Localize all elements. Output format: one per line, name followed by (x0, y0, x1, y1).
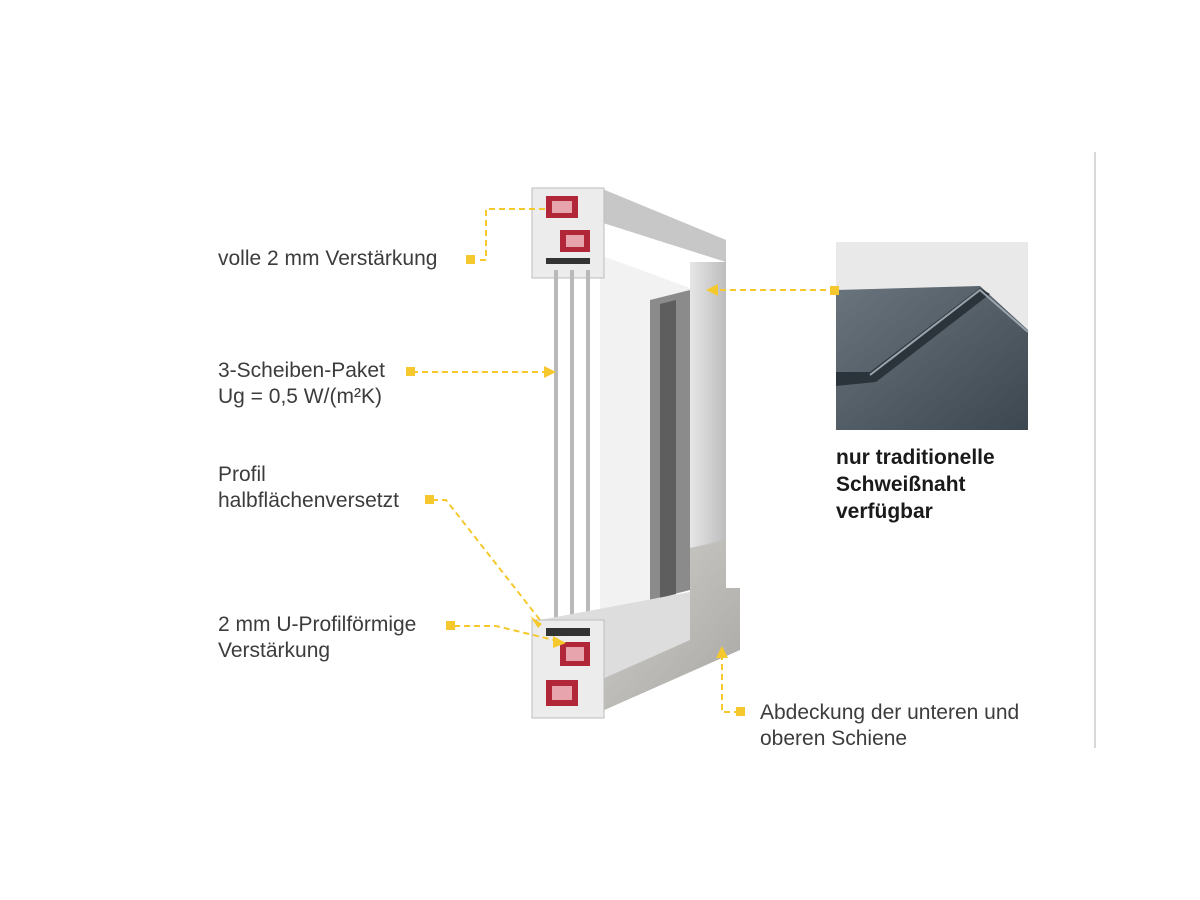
marker-square (406, 367, 415, 376)
caption-line: nur traditionelle (836, 446, 995, 469)
divider-line (1094, 152, 1096, 748)
callout-text: halbflächenversetzt (218, 489, 399, 512)
callout-reinforcement-top: volle 2 mm Verstärkung (218, 246, 437, 272)
marker-square (446, 621, 455, 630)
connector-reinforcement-top (480, 208, 546, 261)
triple-glazing (554, 270, 590, 620)
marker-square (736, 707, 745, 716)
callout-text: Abdeckung der unteren und (760, 701, 1020, 724)
callout-text: Verstärkung (218, 639, 331, 662)
weld-seam-detail-image (836, 242, 1029, 430)
window-section-illustration (531, 187, 740, 719)
callout-cover: Abdeckung der unteren und oberen Schiene (760, 700, 1019, 752)
callout-glazing: 3-Scheiben-Paket Ug = 0,5 W/(m²K) (218, 358, 385, 410)
caption-line: Schweißnaht (836, 473, 966, 496)
callout-text: Profil (218, 463, 266, 486)
callout-text: 2 mm U-Profilförmige (218, 613, 417, 636)
connector-profile (432, 499, 541, 621)
callout-text: Ug = 0,5 W/(m²K) (218, 385, 382, 408)
arrowhead (544, 366, 556, 378)
callout-u-profile: 2 mm U-Profilförmige Verstärkung (218, 612, 416, 664)
arrowhead (706, 284, 718, 296)
callout-text: oberen Schiene (760, 727, 908, 750)
marker-square (425, 495, 434, 504)
weld-detail-caption: nur traditionelle Schweißnaht verfügbar (836, 444, 995, 525)
marker-square (466, 255, 475, 264)
arrowhead (716, 646, 728, 658)
callout-text: 3-Scheiben-Paket (218, 359, 385, 382)
connector-u-profile (454, 625, 563, 643)
callout-connectors (412, 208, 836, 713)
caption-line: verfügbar (836, 500, 933, 523)
arrowhead (530, 616, 542, 628)
sill-cover (600, 540, 740, 712)
callout-profile: Profil halbflächenversetzt (218, 462, 399, 514)
callout-text: volle 2 mm Verstärkung (218, 247, 438, 270)
arrowhead (553, 636, 566, 648)
marker-square (830, 286, 839, 295)
connector-cover (721, 654, 740, 713)
